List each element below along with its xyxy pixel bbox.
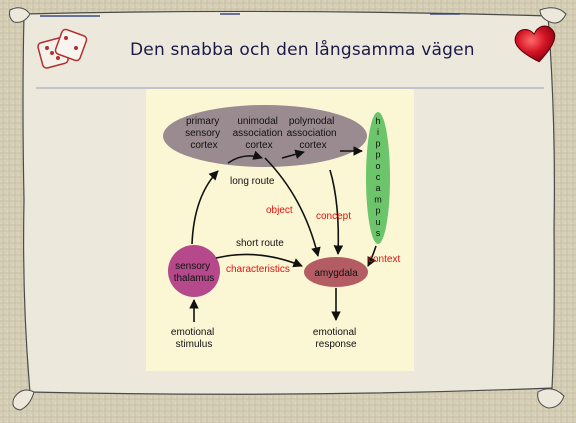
context-label: context	[368, 254, 400, 265]
arrow-primary-to-unimodal	[227, 150, 263, 164]
unimodal-association-cortex-label: unimodal association cortex	[233, 116, 286, 151]
hippocampus-letter: c	[376, 172, 381, 182]
arrow-short-route	[215, 253, 303, 268]
hippocampus-letter: i	[377, 127, 379, 137]
scroll-curl-bottom-right	[537, 388, 565, 409]
slide-title: Den snabba och den långsamma vägen	[130, 40, 475, 60]
cortex-ellipse	[163, 105, 367, 167]
hippocampus-letter: p	[375, 206, 380, 216]
arrow-cortex-to-amygdala	[264, 157, 321, 257]
primary-sensory-cortex-label: primary sensory cortex	[185, 116, 223, 151]
emotional-stimulus-label: emotional stimulus	[171, 327, 217, 350]
arrow-concept-to-amygdala	[329, 169, 344, 255]
hippocampus-letter: s	[376, 228, 381, 238]
dice-icon	[37, 28, 88, 69]
hippocampus-letter: a	[375, 183, 380, 193]
polymodal-association-cortex-label: polymodal association cortex	[287, 116, 340, 151]
object-label: object	[266, 205, 293, 216]
hippocampus-letter: u	[375, 217, 380, 227]
hippocampus-letter: m	[374, 194, 382, 204]
hippocampus-letter: h	[375, 116, 380, 126]
amygdala-label: amygdala	[314, 268, 358, 279]
amygdala-ellipse	[304, 257, 368, 287]
hippocampus-letter: p	[375, 138, 380, 148]
cortex-labels: primary sensory cortex unimodal associat…	[185, 116, 340, 151]
heart-icon	[514, 25, 556, 63]
thalamus-circle	[168, 245, 220, 297]
arrow-hippocampus-to-amygdala	[367, 245, 377, 267]
hippocampus-ellipse	[366, 112, 390, 244]
concept-label: concept	[316, 211, 351, 222]
scroll-curl-top-left	[9, 7, 31, 23]
emotional-response-label: emotional response	[313, 327, 359, 350]
arrow-thalamus-to-cortex	[191, 170, 219, 245]
scroll-curl-top-right	[539, 7, 567, 24]
hippocampus-letter: p	[375, 150, 380, 160]
long-route-label: long route	[230, 176, 275, 187]
hippocampus-letter: o	[375, 161, 380, 171]
short-route-label: short route	[236, 238, 284, 249]
scroll-curl-bottom-left	[12, 389, 35, 411]
characteristics-label: characteristics	[226, 264, 290, 275]
arrow-unimodal-to-polymodal	[281, 149, 305, 159]
thalamus-label: sensory thalamus	[174, 261, 215, 284]
